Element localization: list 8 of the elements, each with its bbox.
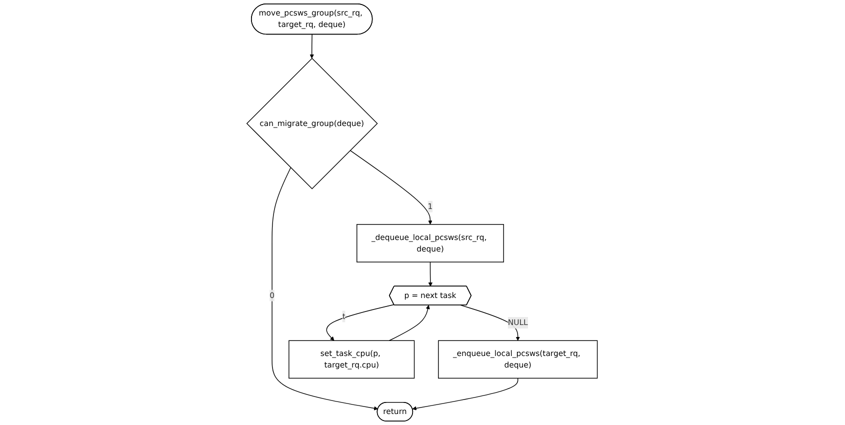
arrow — [272, 167, 379, 410]
arrow — [428, 262, 433, 287]
arrow — [350, 150, 433, 225]
arrow — [412, 378, 519, 410]
arrow — [310, 34, 314, 59]
arrow — [326, 304, 395, 341]
arrow — [389, 305, 430, 341]
arrow — [460, 304, 520, 341]
